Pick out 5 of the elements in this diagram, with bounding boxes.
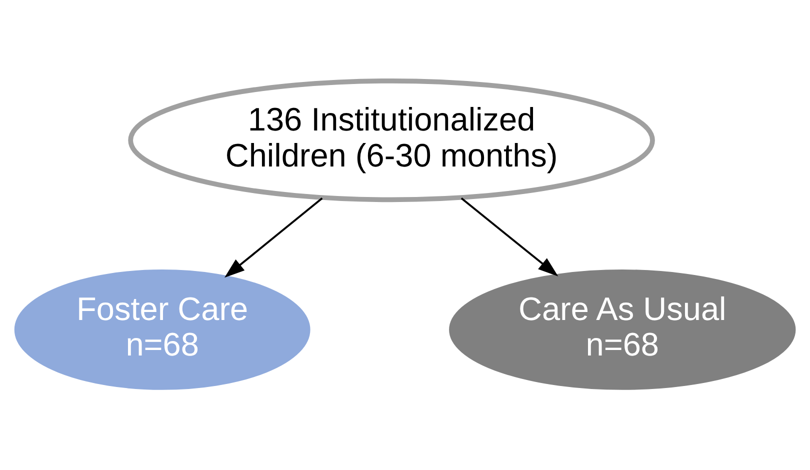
node-ellipse: Foster Care n=68 bbox=[14, 270, 310, 390]
node-ellipse: 136 Institutionalized Children (6-30 months) bbox=[128, 78, 655, 202]
arrow bbox=[460, 198, 558, 276]
arrow bbox=[224, 198, 323, 278]
node-ellipse: Care As Usual n=68 bbox=[449, 270, 796, 390]
